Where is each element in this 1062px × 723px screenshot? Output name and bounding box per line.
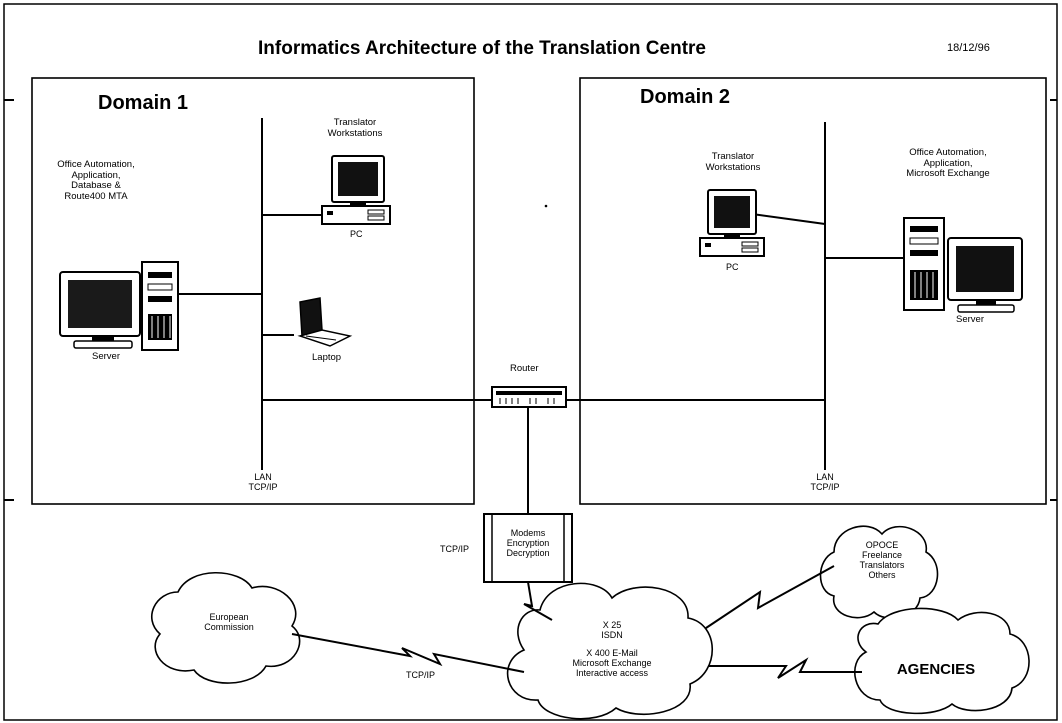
pc2-label: PC: [726, 262, 739, 272]
pc2-computer-icon: [699, 189, 765, 257]
server1-desc-line: Route400 MTA: [64, 190, 128, 202]
workstations1-line: Translator: [333, 117, 377, 128]
server2-description: Office Automation, Application, Microsof…: [884, 147, 1012, 180]
x25-cloud-label: X 25 ISDN X 400 E-Mail Microsoft Exchang…: [550, 620, 674, 678]
domain1-box: [31, 77, 475, 505]
agencies-cloud-link: [708, 657, 862, 679]
domain1-label: Domain 1: [98, 92, 189, 114]
laptop-label: Laptop: [312, 352, 342, 363]
workstations1-label: Translator Workstations: [310, 117, 400, 139]
date-label: 18/12/96: [947, 42, 990, 54]
workstations2-line: Workstations: [705, 161, 761, 173]
opoce-cloud-label: OPOCE Freelance Translators Others: [842, 540, 922, 580]
server2-desc-line: Application,: [923, 157, 973, 169]
server1-label: Server: [92, 351, 120, 362]
lan2-line: LAN: [816, 472, 834, 482]
page-title: Informatics Architecture of the Translat…: [258, 38, 706, 59]
opoce-line: Translators: [859, 560, 905, 571]
modem-box-icon: [483, 513, 573, 583]
lan1-line: LAN: [254, 472, 272, 482]
opoce-cloud-link: [705, 565, 835, 629]
server1-computer-icon: [59, 261, 179, 351]
ec-cloud-link: [291, 633, 525, 673]
server2-desc-line: Office Automation,: [909, 147, 987, 158]
agencies-cloud: [854, 607, 1030, 715]
ec-cloud: [150, 572, 301, 684]
router-icon: [491, 386, 567, 408]
ec-line: European: [209, 612, 249, 622]
link-pc2: [751, 213, 826, 225]
server1-desc-line: Office Automation,: [57, 159, 135, 170]
lan2-label: LAN TCP/IP: [810, 472, 840, 492]
opoce-cloud: [819, 525, 939, 619]
x25-line: Microsoft Exchange: [572, 658, 652, 669]
x25-line: X 25: [602, 620, 622, 630]
lan2-line: TCP/IP: [810, 482, 840, 493]
outer-frame: [3, 3, 1058, 721]
domain2-label: Domain 2: [640, 86, 731, 108]
x25-cloud: [506, 582, 713, 720]
stray-dot: [544, 204, 548, 208]
lan1-line: TCP/IP: [248, 482, 278, 493]
opoce-line: Freelance: [861, 550, 903, 561]
router-label: Router: [510, 363, 539, 374]
server2-desc-line: Microsoft Exchange: [906, 168, 990, 180]
x25-line: [550, 640, 674, 648]
lan1-label: LAN TCP/IP: [248, 472, 278, 492]
server2-label: Server: [956, 314, 984, 325]
modems-line: Modems: [510, 528, 546, 538]
tcpip-ec-label: TCP/IP: [406, 670, 436, 680]
modems-line: Encryption: [506, 538, 550, 549]
modems-label: Modems Encryption Decryption: [494, 528, 562, 558]
modem-cloud-link: [523, 581, 553, 621]
workstations2-line: Translator: [711, 151, 755, 162]
x25-line: X 400 E-Mail: [586, 648, 638, 659]
tcpip-modem-label: TCP/IP: [440, 544, 470, 554]
server2-computer-icon: [903, 217, 1023, 313]
ec-cloud-label: European Commission: [184, 612, 274, 632]
x25-line: ISDN: [601, 630, 623, 641]
workstations1-line: Workstations: [327, 127, 383, 139]
domain2-box: [579, 77, 1047, 505]
pc1-computer-icon: [321, 155, 391, 225]
laptop-icon: [297, 297, 353, 347]
server1-desc-line: Database &: [71, 180, 121, 192]
modems-line: Decryption: [506, 548, 550, 559]
server1-desc-line: Application,: [71, 169, 121, 181]
ec-line: Commission: [204, 622, 254, 633]
x25-line: Interactive access: [575, 668, 649, 679]
opoce-line: OPOCE: [865, 540, 899, 550]
opoce-line: Others: [868, 570, 896, 581]
agencies-label: AGENCIES: [896, 661, 976, 678]
workstations2-label: Translator Workstations: [688, 151, 778, 173]
server1-description: Office Automation, Application, Database…: [46, 159, 146, 203]
pc1-label: PC: [350, 229, 363, 239]
